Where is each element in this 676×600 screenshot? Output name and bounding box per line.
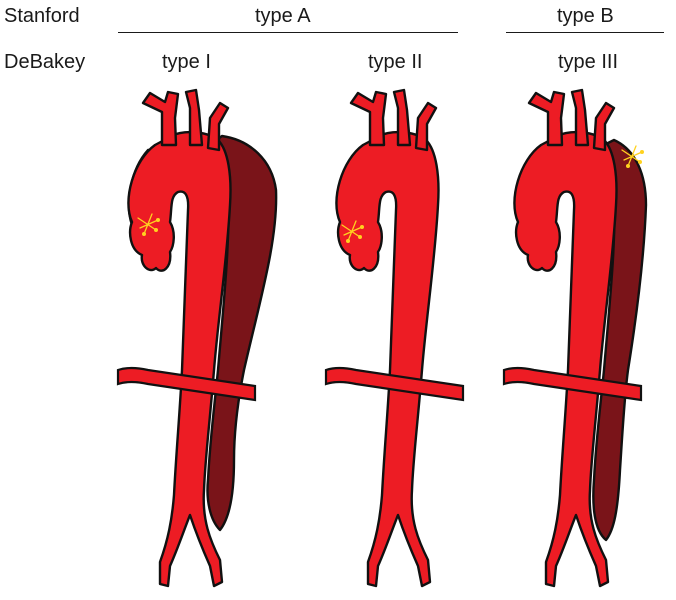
debakey-type-3-label: type III	[558, 51, 619, 73]
aorta-type-2	[324, 88, 465, 588]
stanford-type-b-bracket	[506, 32, 664, 33]
stanford-type-a-label: type A	[255, 5, 311, 27]
stanford-type-a-bracket	[118, 32, 458, 33]
debakey-type-2-label: type II	[368, 51, 423, 73]
aorta-type-3	[502, 88, 648, 588]
debakey-type-1-label: type I	[162, 51, 211, 73]
stanford-type-b-label: type B	[557, 5, 614, 27]
aorta-type-1	[116, 88, 278, 588]
row-label-stanford: Stanford	[4, 5, 80, 27]
row-label-debakey: DeBakey	[4, 51, 86, 73]
